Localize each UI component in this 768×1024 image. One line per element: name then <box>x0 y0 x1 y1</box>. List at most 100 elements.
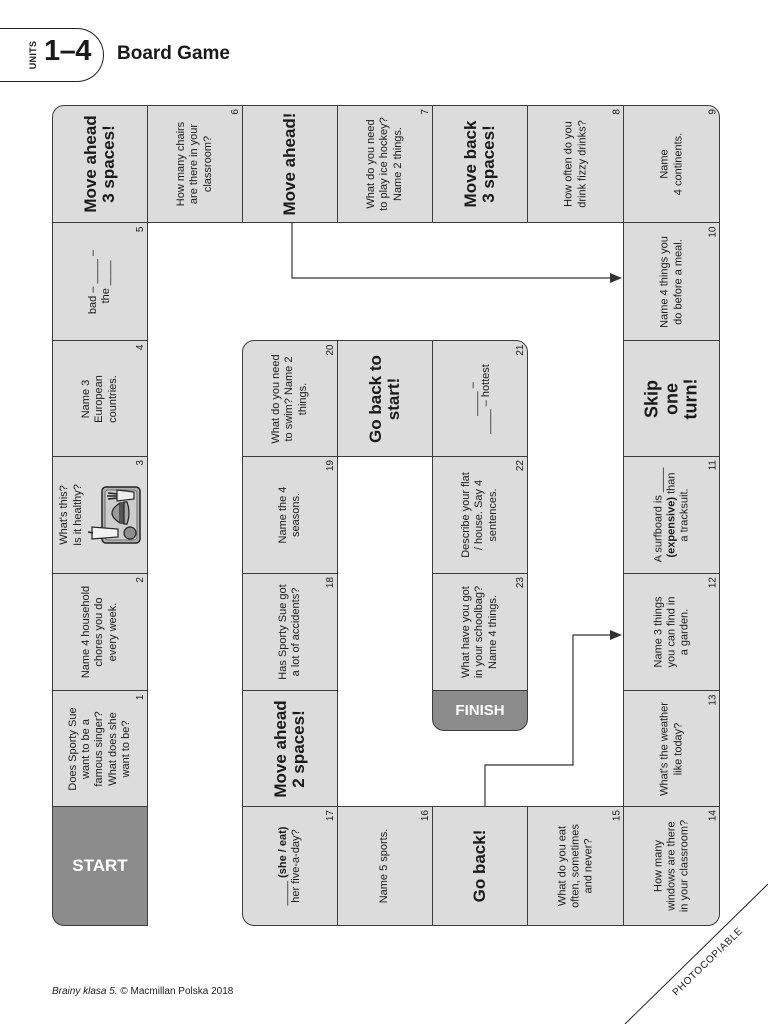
space-number: 5 <box>135 226 146 232</box>
copyright-text: © Macmillan Polska 2018 <box>120 986 234 997</box>
space-19: Name the 4 seasons. 19 <box>242 456 338 574</box>
space-go-back: Go back! <box>432 806 528 926</box>
space-move-ahead: Move ahead! <box>242 105 338 223</box>
space-question: What's this? Is it healthy? <box>58 484 84 546</box>
question-part: her five-a-day? <box>290 829 302 903</box>
space-number: 8 <box>611 109 622 115</box>
space-number: 16 <box>420 810 431 822</box>
space-number: 23 <box>515 577 526 589</box>
space-13: What's the weather like today? 13 <box>623 690 720 807</box>
space-question: A surfboard is ____ (expensive) than a t… <box>652 468 692 563</box>
space-question: bad – ____ – the ____ <box>86 249 112 314</box>
space-21: ____ – ____ – hottest 21 <box>432 340 528 457</box>
space-question: What do you need to play ice hockey? Nam… <box>365 117 404 211</box>
space-12: Name 3 things you can find in a garden. … <box>623 573 720 691</box>
space-instruction: Go back to start! <box>365 354 403 443</box>
space-question: Name 4 continents. <box>658 132 684 196</box>
space-question: ____ – ____ – hottest <box>466 363 492 434</box>
space-number: 17 <box>325 810 336 822</box>
space-20: What do you need to swim? Name 2 things.… <box>242 340 338 457</box>
space-question: Describe your flat / house. Say 4 senten… <box>460 472 499 558</box>
space-8: How often do you drink fizzy drinks? 8 <box>527 105 624 223</box>
space-4: Name 3 European countries. 4 <box>52 340 148 457</box>
space-question: What do you need to swim? Name 2 things. <box>270 353 309 444</box>
space-23: What have you got in your schoolbag? Nam… <box>432 573 528 691</box>
space-number: 18 <box>325 577 336 589</box>
space-question: Name 5 sports. <box>378 828 391 904</box>
space-question: Name 3 things you can find in a garden. <box>651 596 691 668</box>
space-question: Name 4 household chores you do every wee… <box>80 585 119 679</box>
question-bold-part: (expensive) <box>664 496 677 558</box>
shortcut-arrow-line <box>291 223 611 279</box>
space-number: 1 <box>135 694 146 700</box>
space-3: What's this? Is it healthy? 3 <box>52 456 148 574</box>
space-11: A surfboard is ____ (expensive) than a t… <box>623 456 720 574</box>
space-9: Name 4 continents. 9 <box>623 105 720 223</box>
unit-badge-outline <box>0 28 104 82</box>
space-instruction: Move ahead 3 spaces! <box>80 115 118 213</box>
space-question: How many chairs are there in your classr… <box>175 121 214 207</box>
space-number: 21 <box>515 344 526 356</box>
footer-credit: Brainy klasa 5. © Macmillan Polska 2018 <box>52 986 233 997</box>
space-skip-one-turn: Skip one turn! <box>623 340 720 457</box>
space-move-ahead-3-spaces: Move ahead 3 spaces! <box>52 105 148 223</box>
space-number: 19 <box>325 460 336 472</box>
space-16: Name 5 sports. 16 <box>337 806 433 926</box>
finish-label: FINISH <box>455 702 505 719</box>
space-question: How many windows are there in your class… <box>651 819 691 913</box>
space-number: 10 <box>707 226 718 238</box>
space-question: Name the 4 seasons. <box>276 486 302 544</box>
space-15: What do you eat often, sometimes and nev… <box>527 806 624 926</box>
space-instruction: Move ahead! <box>279 112 299 216</box>
space-number: 22 <box>515 460 526 472</box>
space-number: 13 <box>707 694 718 706</box>
space-17: ____ (she / eat) her five-a-day? 17 <box>242 806 338 926</box>
space-number: 14 <box>707 810 718 822</box>
space-6: How many chairs are there in your classr… <box>147 105 243 223</box>
space-instruction: Go back! <box>469 829 489 903</box>
arrow-head-icon <box>610 630 622 640</box>
space-move-ahead-2-spaces: Move ahead 2 spaces! <box>242 690 338 807</box>
space-instruction: Move back 3 spaces! <box>460 120 498 208</box>
space-number: 6 <box>230 109 241 115</box>
space-number: 15 <box>611 810 622 822</box>
space-18: Has Sporty Sue got a lot of accidents? 1… <box>242 573 338 691</box>
units-range: 1–4 <box>44 35 91 67</box>
space-question: What's the weather like today? <box>658 701 684 796</box>
space-22: Describe your flat / house. Say 4 senten… <box>432 456 528 574</box>
question-part: A surfboard is ____ <box>651 467 664 563</box>
page-title: Board Game <box>117 43 230 64</box>
space-number: 3 <box>135 460 146 466</box>
space-number: 11 <box>707 460 718 471</box>
space-instruction: Skip one turn! <box>641 378 701 419</box>
space-go-back-to-start: Go back to start! <box>337 340 433 457</box>
space-instruction: Move ahead 2 spaces! <box>270 699 308 798</box>
start-label: START <box>72 856 128 875</box>
units-label: UNITS <box>28 40 38 70</box>
space-question: ____ (she / eat) her five-a-day? <box>277 827 303 906</box>
space-number: 9 <box>707 109 718 115</box>
space-number: 2 <box>135 577 146 583</box>
space-question: What have you got in your schoolbag? Nam… <box>460 585 499 679</box>
question-part: ____ <box>276 877 289 906</box>
space-5: bad – ____ – the ____ 5 <box>52 222 148 341</box>
fast-food-tray-icon <box>87 486 141 544</box>
space-14: How many windows are there in your class… <box>623 806 720 926</box>
space-question: Does Sporty Sue want to be a famous sing… <box>67 706 132 791</box>
space-question: What do you eat often, sometimes and nev… <box>555 824 595 908</box>
space-question: Name 4 things you do before a meal. <box>658 235 684 328</box>
arrow-head-icon <box>610 273 622 283</box>
space-move-back-3-spaces: Move back 3 spaces! <box>432 105 528 223</box>
space-10: Name 4 things you do before a meal. 10 <box>623 222 720 341</box>
book-title: Brainy klasa 5. <box>52 986 118 997</box>
space-number: 12 <box>707 577 718 589</box>
question-bold-part: (she / eat) <box>276 826 289 878</box>
finish-space: FINISH <box>432 690 528 731</box>
space-question: Has Sporty Sue got a lot of accidents? <box>276 584 302 680</box>
space-question: How often do you drink fizzy drinks? <box>562 120 588 208</box>
photocopiable-stamp: PHOTOCOPIABLE <box>670 925 746 999</box>
space-1: Does Sporty Sue want to be a famous sing… <box>52 690 148 807</box>
space-number: 20 <box>325 344 336 356</box>
start-space: START <box>52 806 148 926</box>
space-7: What do you need to play ice hockey? Nam… <box>337 105 433 223</box>
